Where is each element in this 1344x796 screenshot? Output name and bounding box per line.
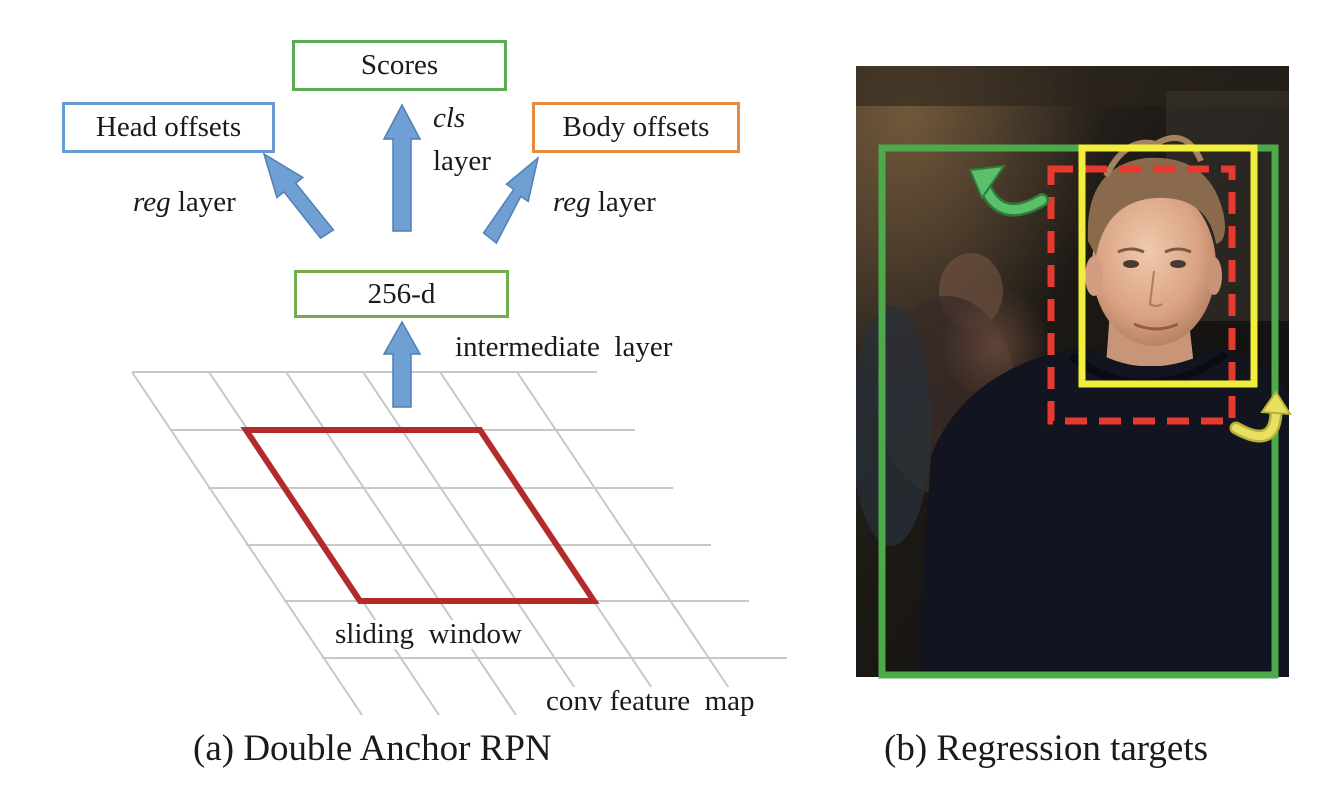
head-regression-arrow-icon <box>1229 390 1292 443</box>
arrow-reg-right-icon <box>482 156 540 245</box>
arrow-reg-left-icon <box>262 152 335 240</box>
arrow-up-intermediate-icon <box>382 320 422 408</box>
person-photo <box>856 66 1289 677</box>
body-offsets-label: Body offsets <box>562 111 710 143</box>
body-regression-arrow-icon <box>968 164 1049 217</box>
sliding-window-outline <box>240 427 600 604</box>
arrow-up-cls-icon <box>382 103 422 232</box>
conv-feature-map-label: conv feature map <box>544 685 757 717</box>
caption-a: (a) Double Anchor RPN <box>193 728 552 769</box>
sliding-window-label: sliding window <box>333 618 524 650</box>
cls-layer-label: layer <box>433 145 491 177</box>
body-offsets-box: Body offsets <box>532 102 740 153</box>
cls-label: cls <box>433 102 466 134</box>
anchor-dashed-box <box>1047 165 1236 425</box>
scores-label: Scores <box>360 49 439 81</box>
intermediate-256d-label: 256-d <box>367 277 436 310</box>
head-ground-truth-box <box>1078 144 1258 388</box>
reg-layer-left-label: reg layer <box>133 186 236 218</box>
scores-box: Scores <box>292 40 507 91</box>
intermediate-layer-label: intermediate layer <box>455 331 673 363</box>
caption-b: (b) Regression targets <box>884 728 1209 769</box>
head-offsets-box: Head offsets <box>62 102 275 153</box>
arrows <box>262 103 540 408</box>
reg-layer-right-label: reg layer <box>553 186 656 218</box>
intermediate-256d-box: 256-d <box>294 270 509 318</box>
head-offsets-label: Head offsets <box>95 111 242 143</box>
